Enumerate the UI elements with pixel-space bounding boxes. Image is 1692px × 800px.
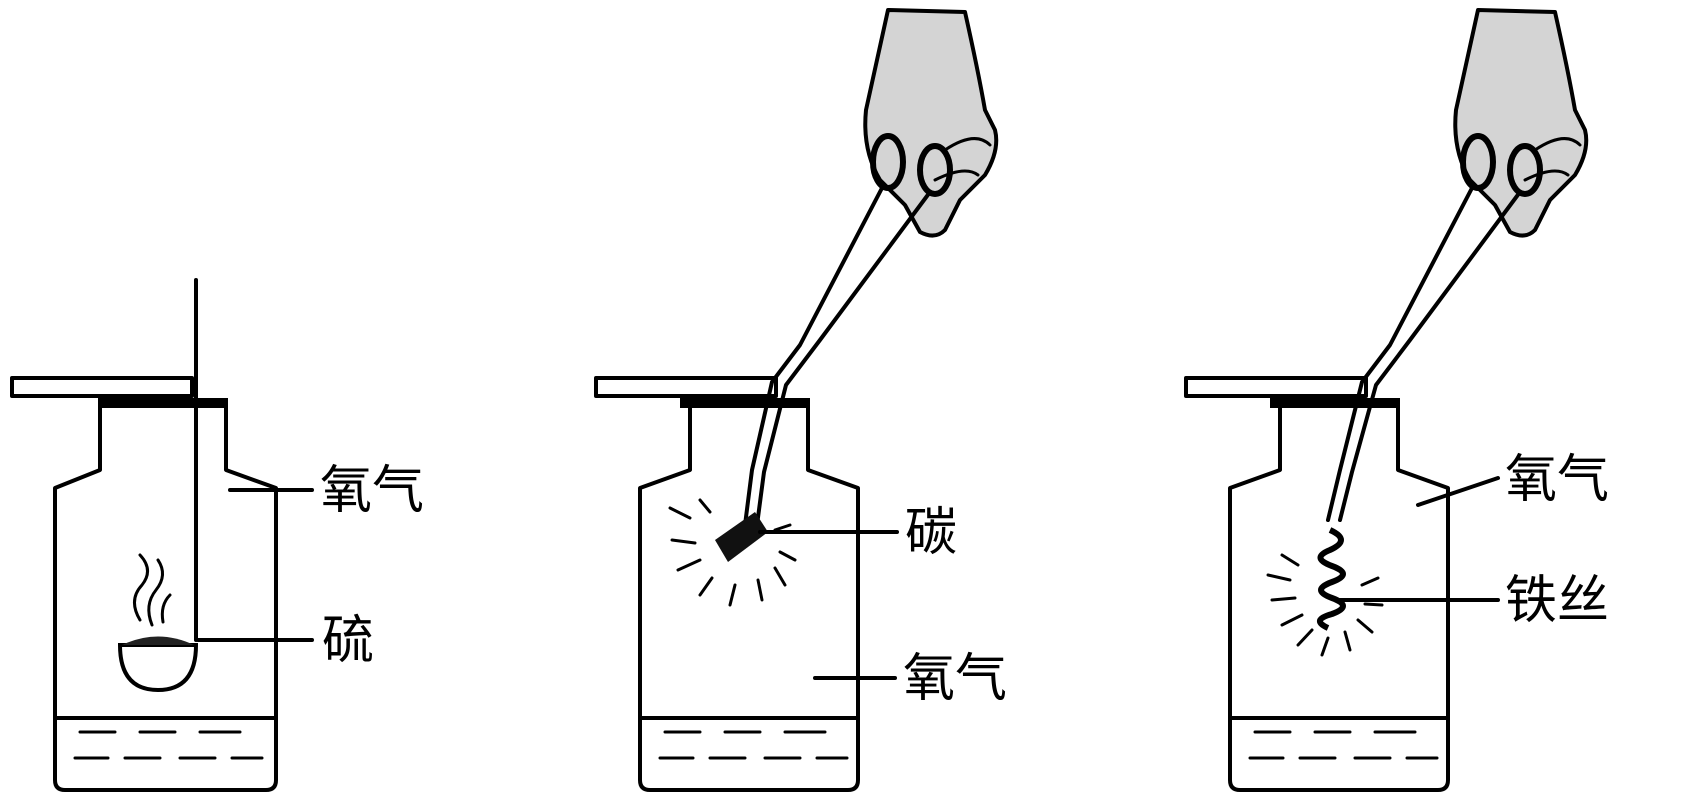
glass-plate-3 xyxy=(1184,376,1368,398)
setup-iron: 氧气 铁丝 xyxy=(1184,8,1609,792)
label-oxygen-1: 氧气 xyxy=(320,461,424,521)
carbon-piece xyxy=(668,498,797,607)
glass-plate-1 xyxy=(10,376,194,398)
label-carbon: 碳 xyxy=(905,503,957,563)
label-iron-wire: 铁丝 xyxy=(1505,571,1609,631)
tongs-3 xyxy=(1326,133,1543,522)
leader-lines-2 xyxy=(758,530,899,680)
iron-wire-coil xyxy=(1266,527,1384,657)
leader-lines-3 xyxy=(1338,476,1500,602)
hand-2 xyxy=(863,8,999,238)
leader-lines-1 xyxy=(196,488,314,642)
gas-jar-3 xyxy=(1228,398,1450,792)
setup-sulfur: 氧气 硫 xyxy=(10,278,424,792)
glass-plate-2 xyxy=(594,376,778,398)
label-oxygen-3: 氧气 xyxy=(1505,450,1609,510)
combustion-spoon xyxy=(117,278,199,693)
label-sulfur: 硫 xyxy=(322,611,374,671)
tongs-2 xyxy=(743,133,953,527)
hand-3 xyxy=(1453,8,1589,238)
setup-carbon: 碳 氧气 xyxy=(594,8,1007,792)
gas-jar-2 xyxy=(638,398,860,792)
label-oxygen-2: 氧气 xyxy=(903,649,1007,709)
gas-jar-1 xyxy=(53,398,278,792)
